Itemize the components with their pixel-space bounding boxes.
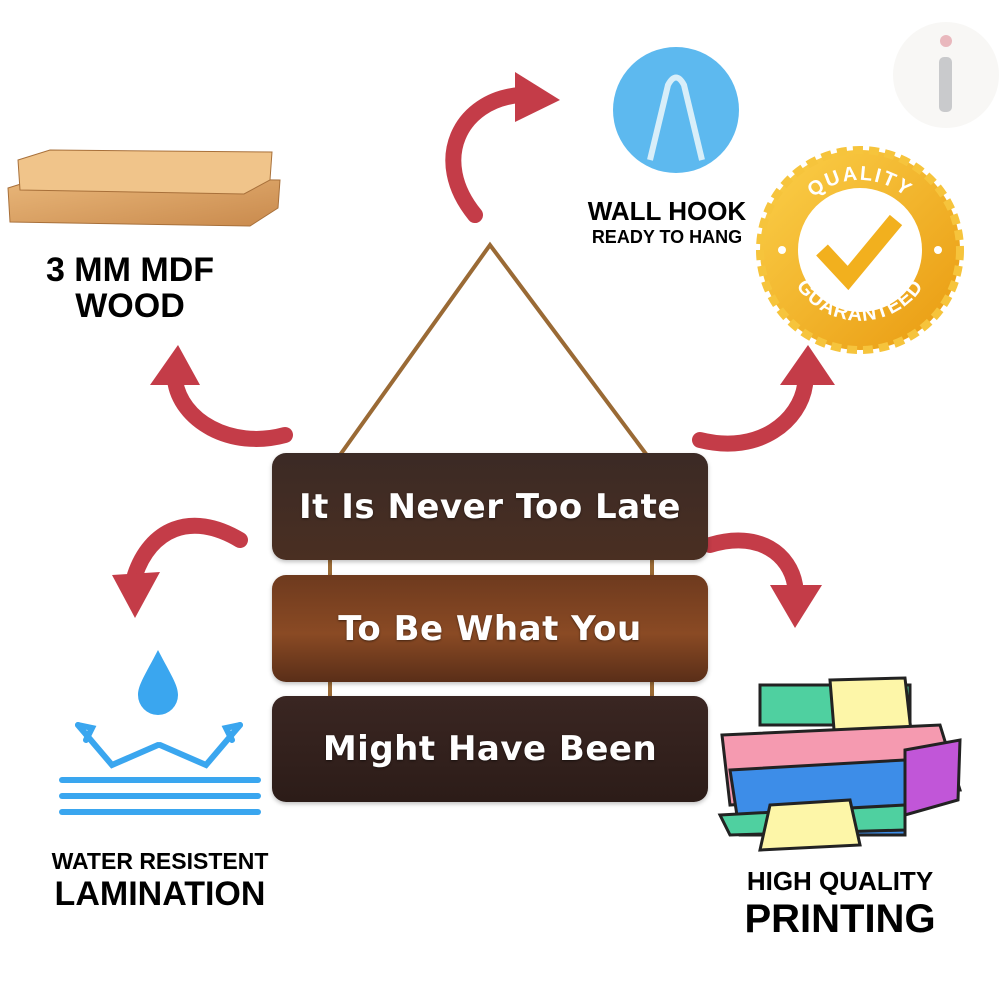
hanging-rope (328, 241, 654, 698)
wall-hook-icon (613, 47, 739, 173)
arrow-to-badge-icon (692, 377, 813, 452)
water-label: WATER RESISTENT LAMINATION (30, 848, 290, 914)
hook-title: WALL HOOK (587, 196, 747, 226)
printing-line1: HIGH QUALITY (746, 866, 934, 896)
water-resistant-icon (59, 650, 261, 815)
mdf-wood-icon (7, 149, 281, 227)
hook-label: WALL HOOK READY TO HANG (572, 196, 762, 248)
wood-label-line2: WOOD (75, 287, 185, 325)
hook-subtitle: READY TO HANG (591, 227, 743, 247)
brand-logo (893, 22, 999, 128)
sign-board-2: To Be What You (272, 575, 708, 682)
sign-board-3: Might Have Been (272, 696, 708, 802)
printing-line2: PRINTING (744, 897, 936, 941)
arrow-to-printer-icon (702, 532, 803, 593)
arrows (112, 72, 835, 628)
arrow-to-wood-icon (167, 372, 293, 447)
water-line2: LAMINATION (54, 875, 266, 913)
printer-icon (717, 676, 962, 852)
water-line1: WATER RESISTENT (51, 848, 269, 874)
quality-badge-icon: QUALITY GUARANTEED (756, 146, 964, 354)
sign-board-1: It Is Never Too Late (272, 453, 708, 560)
arrow-to-hook-icon (445, 87, 528, 223)
wood-label: 3 MM MDF WOOD (10, 252, 250, 324)
arrowhead (515, 72, 560, 122)
printing-label: HIGH QUALITY PRINTING (715, 866, 965, 942)
wood-label-line1: 3 MM MDF (45, 251, 215, 289)
arrow-to-water-icon (127, 517, 248, 583)
